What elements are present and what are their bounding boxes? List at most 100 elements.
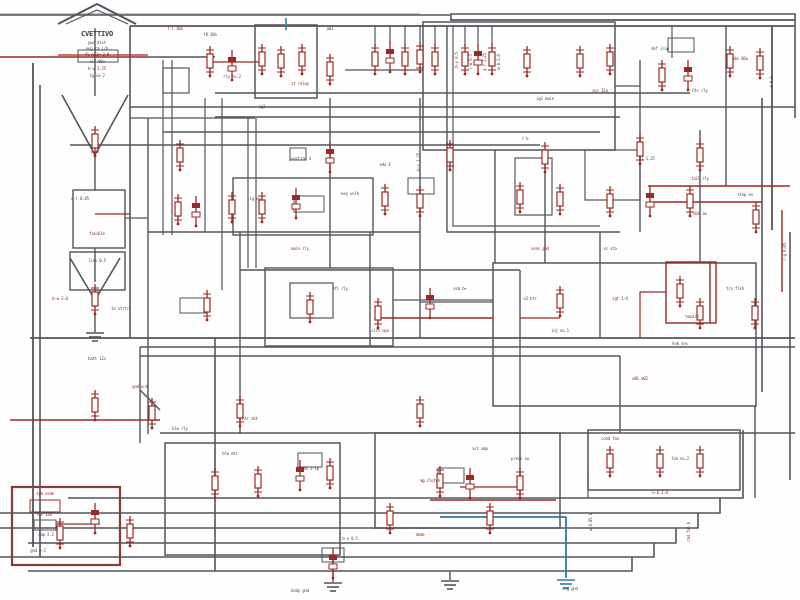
connector-icon — [192, 203, 200, 208]
connector-icon — [468, 496, 472, 500]
connector-symbol — [90, 503, 100, 535]
component-label: stop sw — [737, 192, 753, 197]
connector-icon — [91, 510, 99, 515]
component-label: b-w 3.0 — [52, 296, 68, 301]
component-box — [162, 67, 190, 94]
fuse-icon — [128, 544, 132, 548]
connector-icon — [90, 518, 100, 525]
wire-segment — [61, 94, 96, 156]
fuse-icon — [376, 326, 380, 330]
fuse-icon — [606, 193, 614, 209]
fuse-icon — [753, 326, 757, 330]
fuse-symbol — [606, 186, 614, 218]
fuse-icon — [516, 475, 524, 491]
fuse-symbol — [696, 140, 704, 172]
fuse-icon — [636, 141, 644, 157]
connector-icon — [230, 78, 234, 82]
wire-segment — [0, 498, 721, 514]
fuse-icon — [696, 147, 704, 163]
fuse-icon — [93, 418, 97, 422]
fuse-icon — [256, 494, 260, 498]
connector-icon — [466, 475, 474, 480]
component-box — [29, 499, 61, 513]
component-label: knk sns — [672, 341, 688, 346]
connector-icon — [474, 51, 482, 56]
fuse-symbol — [686, 186, 694, 218]
fuse-symbol — [656, 446, 664, 478]
fuse-icon — [754, 230, 758, 234]
connector-icon — [683, 75, 693, 82]
fuse-icon — [752, 209, 760, 225]
fuse-icon — [728, 74, 732, 78]
fuse-icon — [656, 453, 664, 469]
connector-icon — [326, 149, 334, 154]
fuse-symbol — [516, 468, 524, 500]
fuse-icon — [58, 546, 62, 550]
fuse-icon — [418, 424, 422, 428]
fuse-icon — [541, 149, 549, 165]
fuse-symbol — [254, 466, 262, 498]
connector-icon — [648, 214, 652, 218]
component-label: res 3-sp — [301, 466, 319, 471]
component-label: l 1.25 — [641, 156, 655, 161]
component-label: a/c amp — [472, 446, 488, 451]
connector-icon — [291, 203, 301, 210]
fuse-icon — [608, 72, 612, 76]
wire-segment — [0, 543, 655, 558]
component-label: am1 — [327, 26, 334, 31]
fuse-icon — [523, 53, 531, 69]
fuse-icon — [436, 473, 444, 489]
component-box — [587, 429, 741, 491]
component-label: res 120 — [36, 512, 52, 517]
wire-segment — [28, 528, 677, 544]
fuse-icon — [438, 494, 442, 498]
component-label: fan no.2 — [671, 456, 689, 461]
component-label: mg clutch — [420, 478, 441, 483]
component-label: t/s flsh — [726, 286, 744, 291]
fuse-symbol — [606, 446, 614, 478]
fuse-icon — [488, 531, 492, 535]
connector-symbol — [295, 460, 305, 492]
fuse-symbol — [374, 298, 382, 330]
fuse-symbol — [726, 46, 734, 78]
component-label: r-b — [522, 136, 529, 141]
fuse-icon — [205, 318, 209, 322]
wire-segment — [68, 430, 744, 499]
component-label: b-y 0.5 — [454, 51, 459, 67]
fuse-icon — [230, 220, 234, 224]
fuse-symbol — [371, 44, 379, 76]
wire-segment — [446, 26, 620, 233]
component-label: body gnd — [291, 588, 309, 593]
connector-symbol — [291, 188, 301, 220]
component-label: dim sw — [693, 211, 707, 216]
component-label: ig1 main — [536, 96, 554, 101]
fuse-icon — [558, 314, 562, 318]
fuse-symbol — [756, 48, 764, 80]
fuse-icon — [461, 51, 469, 67]
connector-icon — [686, 88, 690, 92]
fuse-icon — [381, 191, 389, 207]
fuse-icon — [258, 51, 266, 67]
fuse-symbol — [541, 142, 549, 174]
fuse-icon — [148, 405, 156, 421]
fuse-symbol — [228, 192, 236, 224]
component-box — [422, 21, 616, 151]
wire-segment — [0, 513, 699, 529]
fuse-icon — [203, 297, 211, 313]
wire-segment — [69, 257, 96, 301]
component-label: edu 4 — [379, 162, 391, 167]
connector-icon — [191, 211, 201, 218]
fuse-icon — [726, 53, 734, 69]
fuse-icon — [178, 168, 182, 172]
component-label: blw rly — [172, 426, 188, 431]
fuse-symbol — [126, 516, 134, 548]
fuse-symbol — [696, 298, 704, 330]
fuse-icon — [556, 293, 564, 309]
fuse-icon — [758, 76, 762, 80]
wire-segment — [94, 94, 129, 156]
fuse-icon — [660, 88, 664, 92]
component-label: key unlk — [341, 191, 359, 196]
fuse-icon — [176, 222, 180, 226]
component-label: o2 htr — [523, 296, 537, 301]
component-label: ig sw — [249, 196, 261, 201]
